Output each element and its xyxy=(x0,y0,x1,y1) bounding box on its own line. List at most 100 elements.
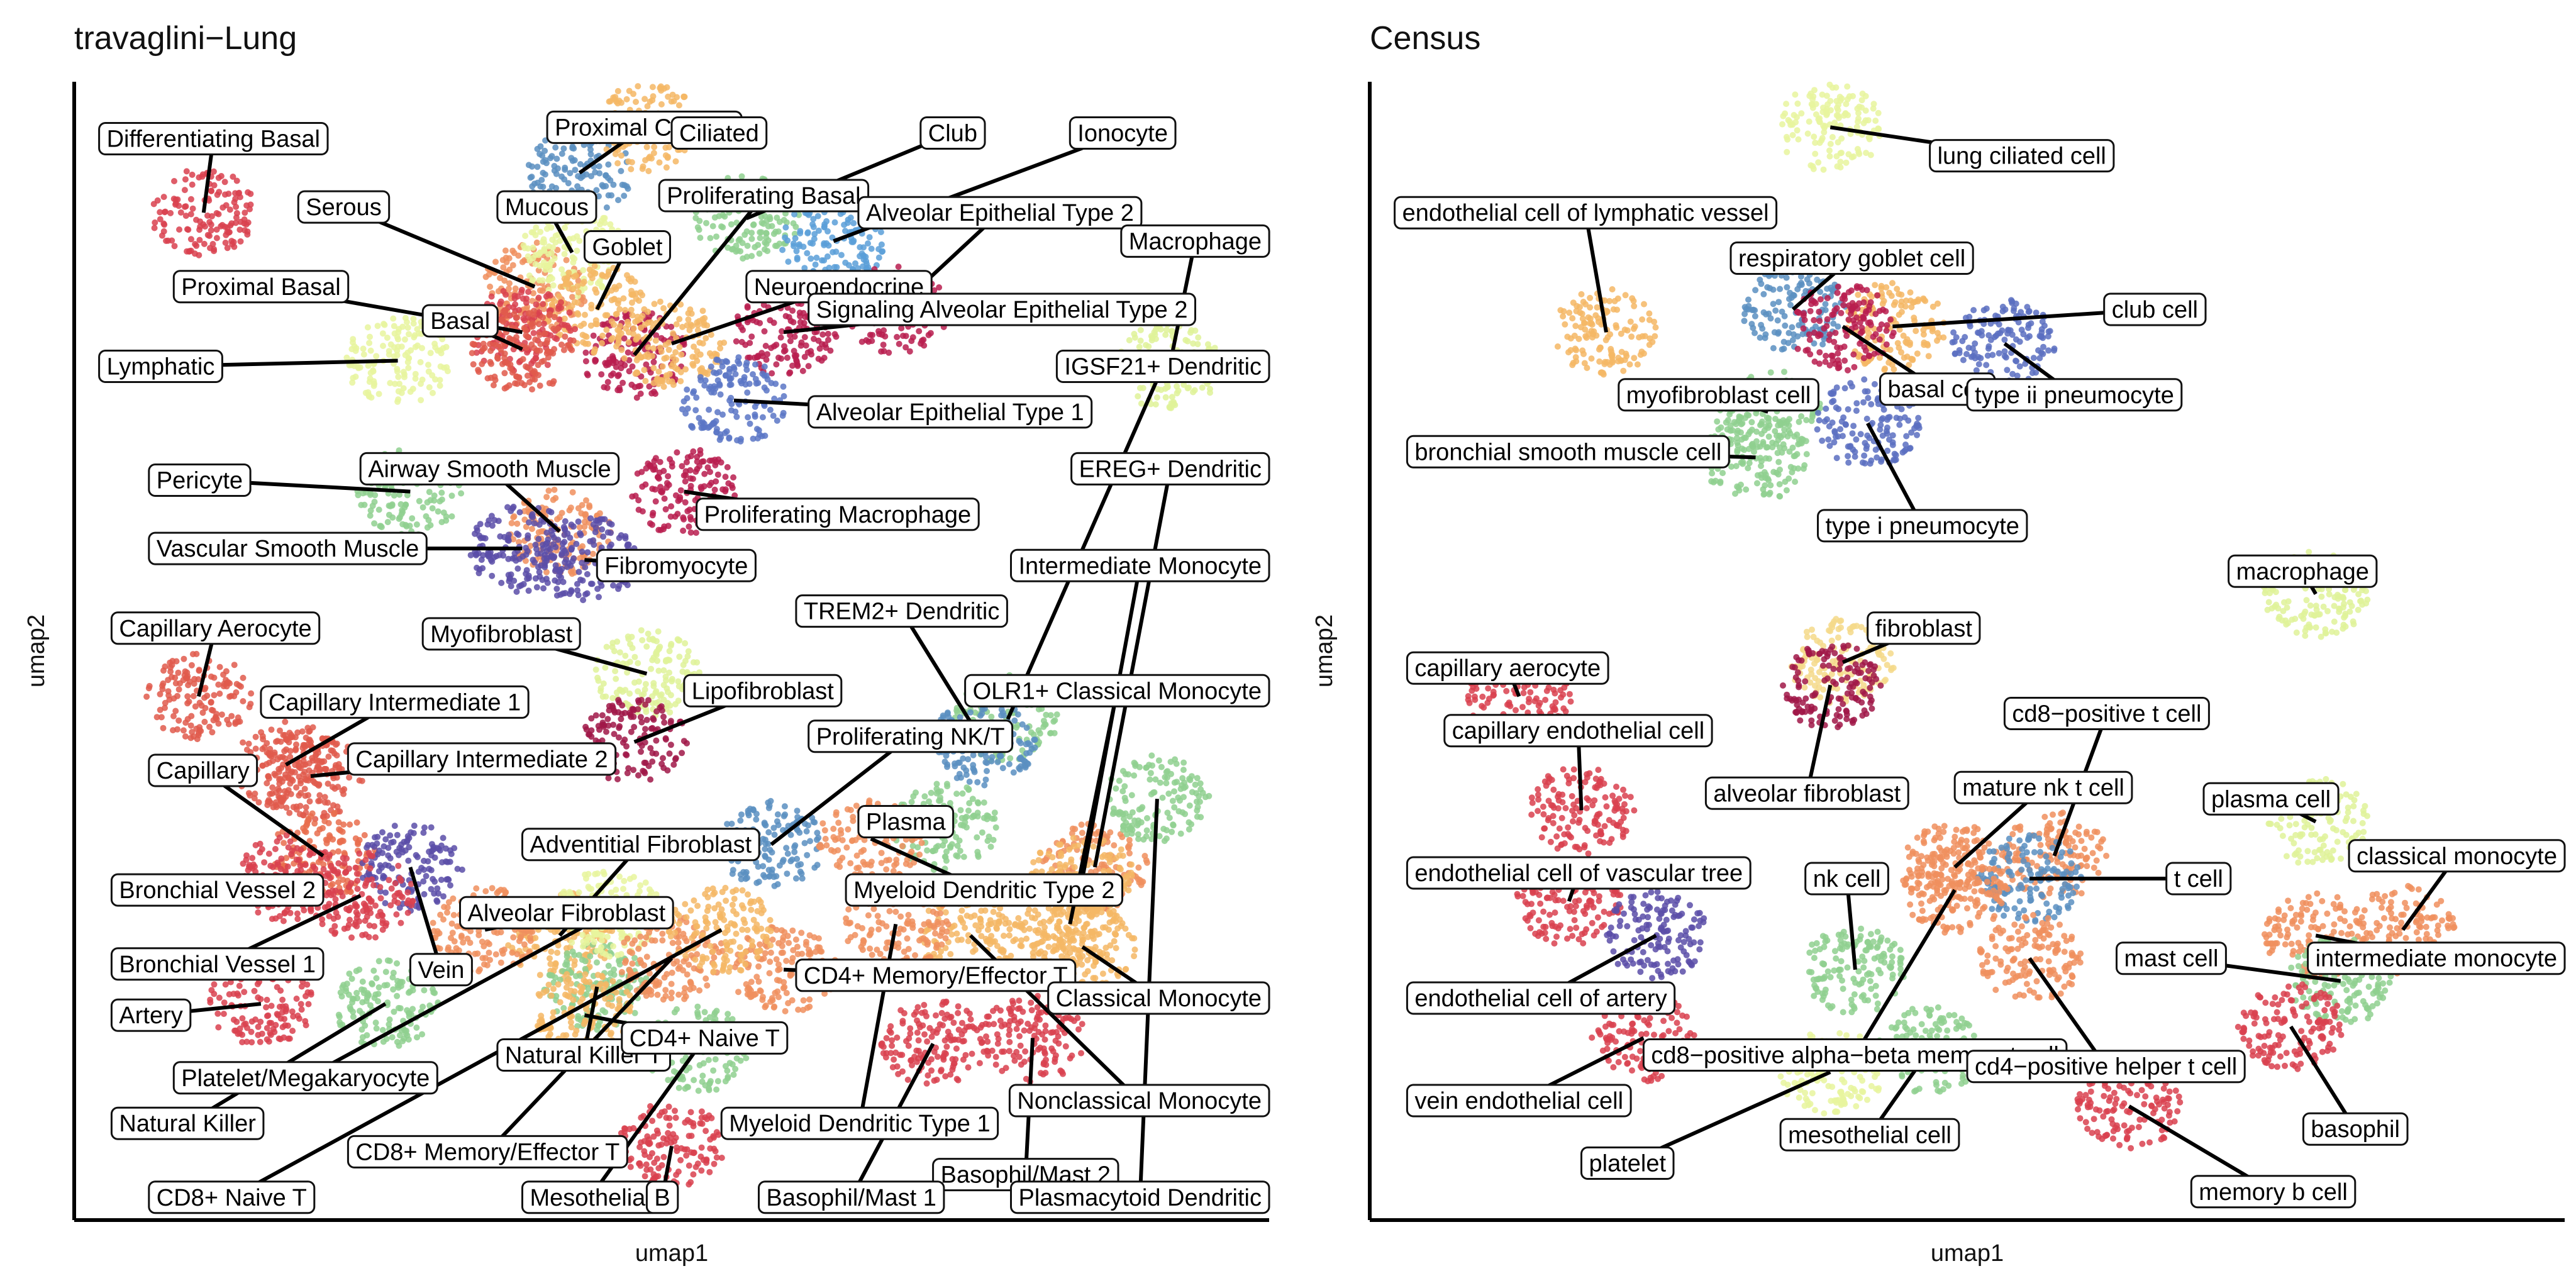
data-point xyxy=(984,812,991,819)
data-point xyxy=(669,378,675,385)
data-point xyxy=(566,280,573,287)
data-point xyxy=(596,163,602,170)
data-point xyxy=(1207,389,1213,396)
data-point xyxy=(748,333,755,340)
data-point xyxy=(784,850,791,857)
data-point xyxy=(716,382,723,389)
data-point xyxy=(752,375,759,382)
data-point xyxy=(762,853,769,860)
data-point xyxy=(171,243,178,250)
data-point xyxy=(974,779,981,786)
data-point xyxy=(306,760,313,767)
data-point xyxy=(879,248,886,255)
data-point xyxy=(1006,761,1013,767)
data-point xyxy=(959,790,966,797)
data-point xyxy=(645,630,652,637)
data-point xyxy=(335,879,341,886)
data-point xyxy=(188,662,195,669)
data-point xyxy=(316,826,323,833)
data-point xyxy=(616,282,623,289)
data-point xyxy=(494,355,501,362)
data-point xyxy=(559,540,566,547)
data-point xyxy=(1107,852,1114,858)
data-point xyxy=(556,293,562,300)
data-point xyxy=(181,187,188,194)
data-point xyxy=(223,683,230,690)
data-point xyxy=(592,666,599,673)
data-point xyxy=(780,348,787,355)
data-point xyxy=(768,345,775,352)
data-point xyxy=(706,482,713,489)
data-point xyxy=(431,497,438,504)
data-point xyxy=(655,667,662,674)
data-point xyxy=(662,674,669,680)
data-point xyxy=(801,353,808,360)
data-point xyxy=(615,697,622,704)
data-point xyxy=(469,340,476,347)
data-point xyxy=(562,225,568,231)
data-point xyxy=(697,235,704,242)
data-point xyxy=(638,627,645,634)
data-point xyxy=(988,758,995,765)
data-point xyxy=(209,729,216,736)
data-point xyxy=(833,264,840,270)
data-point xyxy=(563,257,570,264)
data-point xyxy=(666,648,673,655)
data-point xyxy=(737,378,744,384)
data-point xyxy=(473,551,480,558)
data-point xyxy=(981,782,988,789)
data-point xyxy=(316,781,323,788)
data-point xyxy=(811,819,818,826)
data-point xyxy=(637,289,644,296)
data-point xyxy=(306,728,313,735)
data-point xyxy=(325,819,332,826)
data-point xyxy=(577,531,584,538)
data-point xyxy=(501,370,508,377)
data-point xyxy=(690,448,697,455)
data-point xyxy=(569,347,575,353)
data-point xyxy=(326,832,333,839)
data-point xyxy=(245,790,252,797)
data-point xyxy=(197,728,204,735)
data-point xyxy=(793,352,800,359)
data-point xyxy=(561,315,568,322)
data-point xyxy=(676,343,683,350)
data-point xyxy=(765,829,772,836)
data-point xyxy=(335,761,342,768)
data-point xyxy=(847,214,854,221)
data-point xyxy=(652,689,659,696)
data-point xyxy=(502,291,509,298)
data-point xyxy=(682,499,689,506)
data-point xyxy=(689,423,696,430)
data-point xyxy=(541,330,548,337)
data-point xyxy=(631,384,638,391)
data-point xyxy=(538,177,545,184)
data-point xyxy=(495,518,502,525)
data-point xyxy=(501,385,508,392)
data-point xyxy=(525,289,531,296)
data-point xyxy=(582,358,589,365)
data-point xyxy=(568,155,575,162)
data-point xyxy=(880,341,887,348)
data-point xyxy=(487,347,494,354)
data-point xyxy=(514,380,521,387)
data-point xyxy=(220,671,226,678)
data-point xyxy=(392,380,398,387)
data-point xyxy=(1107,829,1114,836)
data-point xyxy=(876,331,882,338)
data-point xyxy=(240,739,247,746)
data-point xyxy=(819,257,825,264)
data-point xyxy=(545,277,552,284)
data-point xyxy=(641,367,648,374)
data-point xyxy=(525,532,531,539)
data-point xyxy=(615,197,621,204)
data-point xyxy=(701,321,708,328)
data-point xyxy=(438,489,445,496)
data-point xyxy=(283,746,290,753)
data-point xyxy=(781,803,788,810)
data-point xyxy=(175,669,182,676)
data-point xyxy=(289,777,296,784)
data-point xyxy=(665,473,672,480)
data-point xyxy=(356,777,363,784)
data-point xyxy=(977,712,984,719)
